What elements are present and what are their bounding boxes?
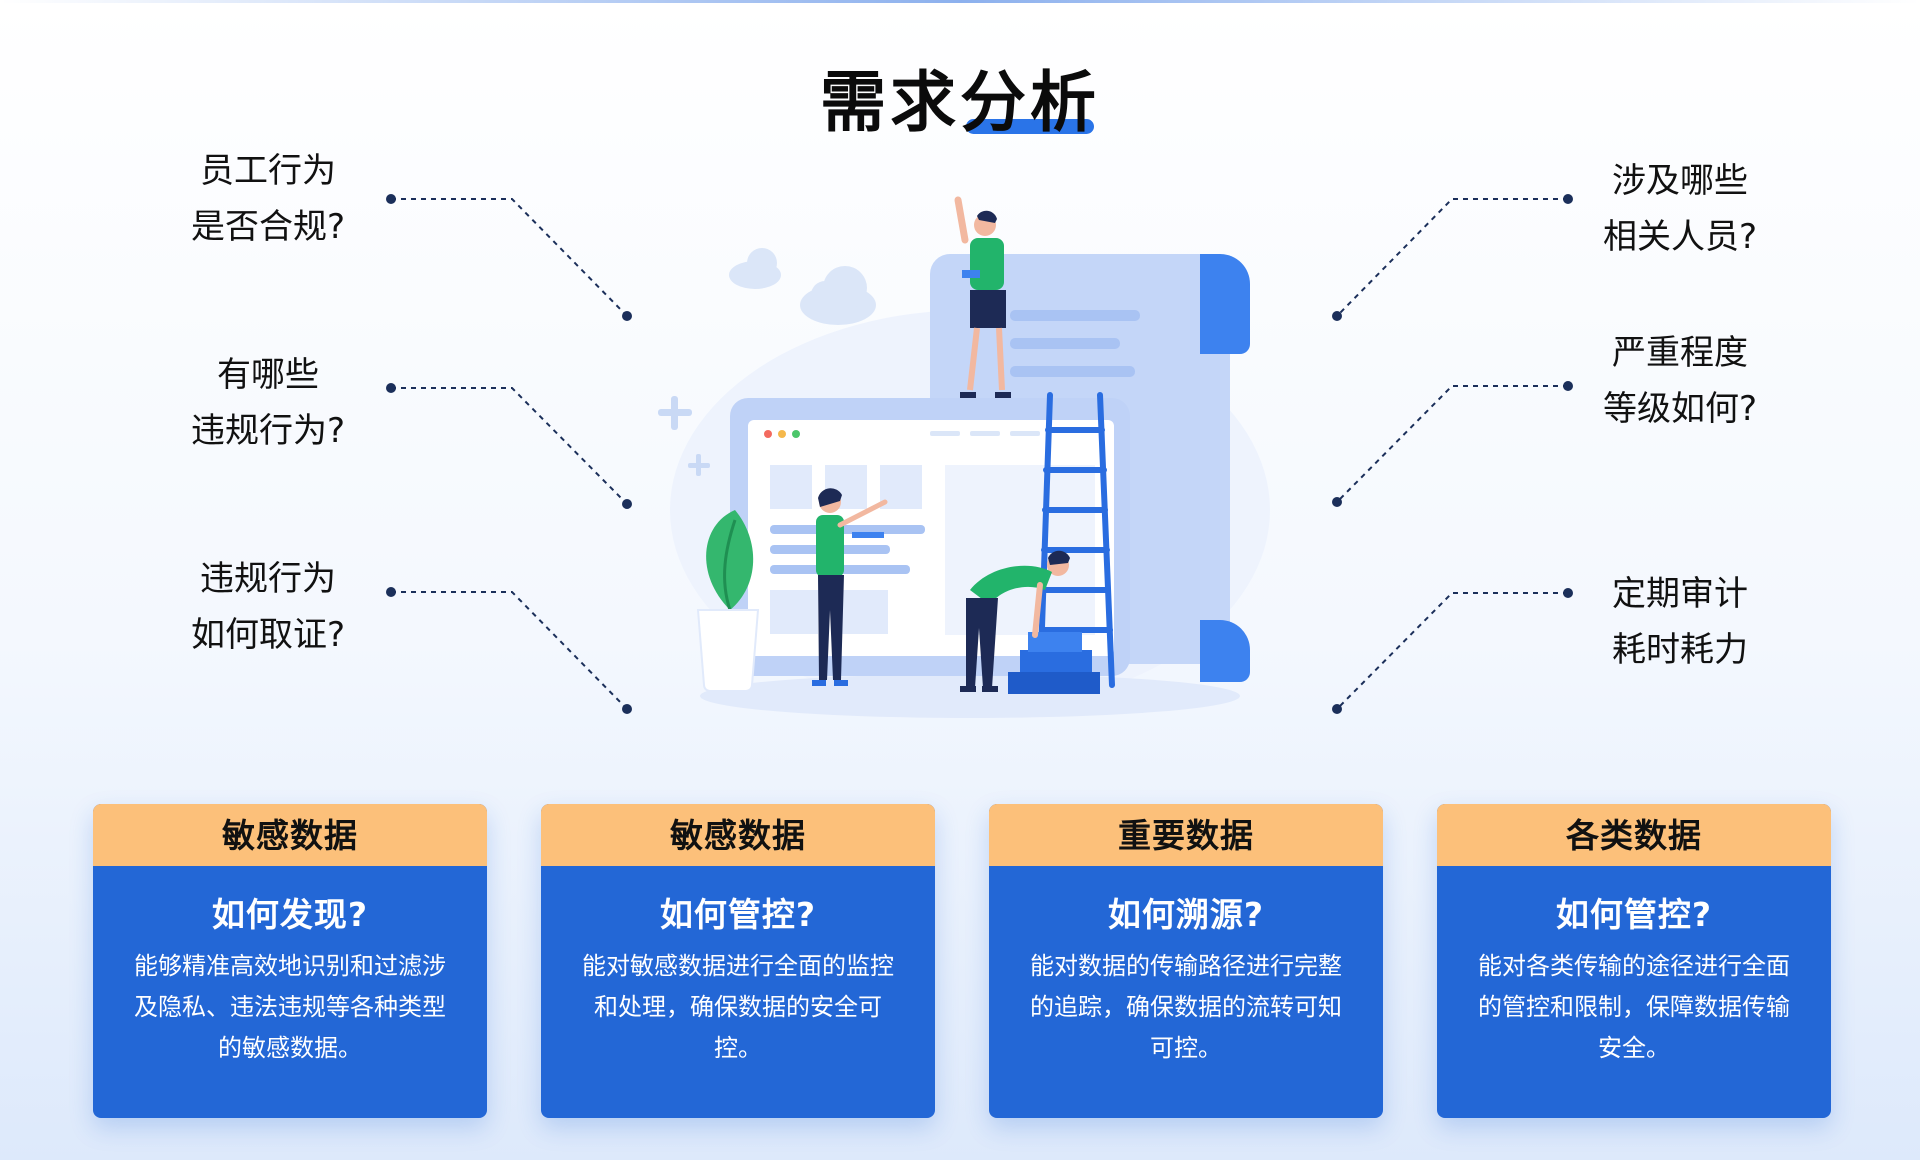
card-header: 重要数据 xyxy=(989,804,1383,866)
connector-right-1 xyxy=(1336,198,1568,317)
plant-icon xyxy=(696,510,760,692)
question-line: 严重程度 xyxy=(1612,333,1748,373)
card-sensitive-control: 敏感数据 如何管控? 能对敏感数据进行全面的监控和处理，确保数据的安全可控。 xyxy=(541,804,935,1118)
question-line: 有哪些 xyxy=(217,355,319,395)
connector-left-1 xyxy=(391,198,628,317)
question-left-1: 员工行为 是否合规? xyxy=(148,143,388,255)
card-sensitive-discover: 敏感数据 如何发现? 能够精准高效地识别和过滤涉及隐私、违法违规等各种类型的敏感… xyxy=(93,804,487,1118)
card-question: 如何管控? xyxy=(1555,895,1713,934)
plus-icon xyxy=(658,396,692,430)
connector-dot xyxy=(1563,588,1573,598)
card-header: 各类数据 xyxy=(1437,804,1831,866)
question-line: 违规行为? xyxy=(190,411,346,451)
card-all-control: 各类数据 如何管控? 能对各类传输的途径进行全面的管控和限制，保障数据传输安全。 xyxy=(1437,804,1831,1118)
card-important-trace: 重要数据 如何溯源? 能对数据的传输路径进行完整的追踪，确保数据的流转可知可控。 xyxy=(989,804,1383,1118)
cloud-icon xyxy=(729,248,781,289)
person-icon xyxy=(960,550,1070,692)
connector-lines xyxy=(386,194,1573,714)
question-line: 相关人员? xyxy=(1602,217,1758,257)
top-accent-line xyxy=(0,0,1920,3)
card-description: 能对敏感数据进行全面的监控和处理，确保数据的安全可控。 xyxy=(582,952,894,1062)
connector-right-2 xyxy=(1336,385,1568,503)
connector-dot xyxy=(622,311,632,321)
question-right-2: 严重程度 等级如何? xyxy=(1560,325,1800,437)
question-left-3: 违规行为 如何取证? xyxy=(148,551,388,663)
question-line: 员工行为 xyxy=(200,151,336,191)
plus-icon xyxy=(688,454,710,476)
card-question: 如何发现? xyxy=(211,895,369,934)
question-left-2: 有哪些 违规行为? xyxy=(148,347,388,459)
connector-dot xyxy=(1332,497,1342,507)
connector-dot xyxy=(622,499,632,509)
boxes-icon xyxy=(1008,632,1100,694)
connector-left-2 xyxy=(391,387,628,505)
question-line: 定期审计 xyxy=(1612,574,1748,614)
card-description: 能对各类传输的途径进行全面的管控和限制，保障数据传输安全。 xyxy=(1478,952,1790,1062)
question-line: 违规行为 xyxy=(200,559,336,599)
connector-dot xyxy=(1563,194,1573,204)
connector-dot xyxy=(1563,381,1573,391)
connector-dot xyxy=(1332,704,1342,714)
connector-dot xyxy=(386,194,396,204)
team-illustration xyxy=(658,196,1270,718)
question-line: 是否合规? xyxy=(190,207,346,247)
question-line: 耗时耗力 xyxy=(1612,630,1748,670)
person-icon xyxy=(954,196,1011,398)
connector-dot xyxy=(386,383,396,393)
title-wrap: 需求分析 xyxy=(0,58,1920,148)
connector-dot xyxy=(1332,311,1342,321)
connector-right-3 xyxy=(1336,592,1568,710)
connector-dot xyxy=(622,704,632,714)
card-question: 如何管控? xyxy=(659,895,817,934)
page-title: 需求分析 xyxy=(820,58,1100,148)
connector-left-3 xyxy=(391,591,628,710)
card-description: 能对数据的传输路径进行完整的追踪，确保数据的流转可知可控。 xyxy=(1030,952,1342,1062)
question-line: 如何取证? xyxy=(190,615,346,655)
cloud-icon xyxy=(800,266,876,325)
connector-dot xyxy=(386,587,396,597)
card-header: 敏感数据 xyxy=(541,804,935,866)
card-description: 能够精准高效地识别和过滤涉及隐私、违法违规等各种类型的敏感数据。 xyxy=(134,952,446,1062)
question-line: 等级如何? xyxy=(1602,389,1758,429)
card-question: 如何溯源? xyxy=(1107,895,1265,934)
card-header: 敏感数据 xyxy=(93,804,487,866)
question-right-3: 定期审计 耗时耗力 xyxy=(1560,566,1800,678)
person-icon xyxy=(812,488,888,686)
question-right-1: 涉及哪些 相关人员? xyxy=(1560,153,1800,265)
page-title-text: 需求分析 xyxy=(820,64,1100,141)
question-line: 涉及哪些 xyxy=(1612,161,1748,201)
